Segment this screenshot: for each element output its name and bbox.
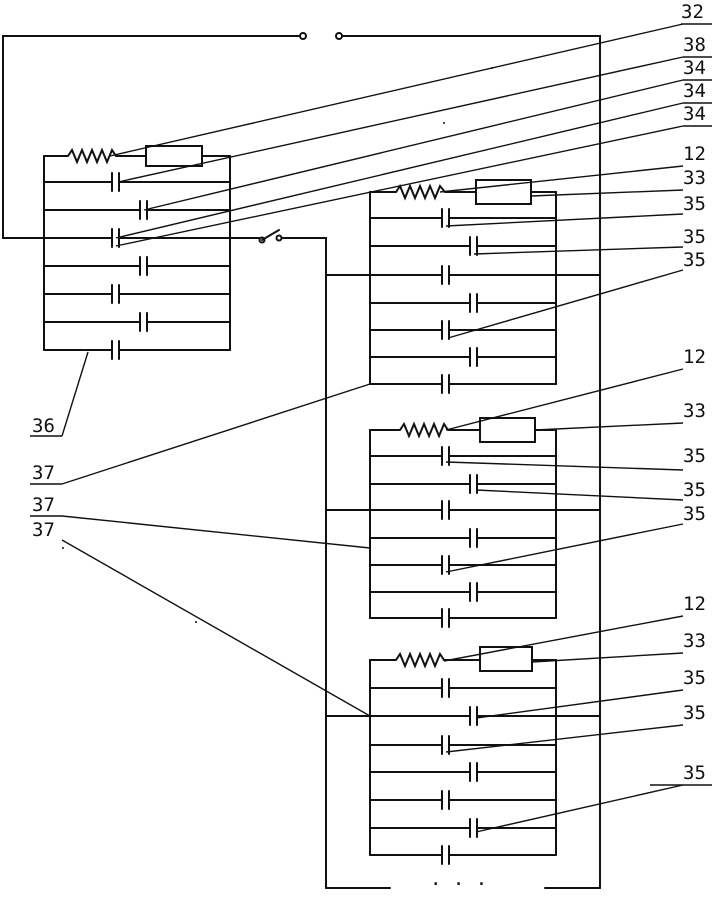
label-33-b: 33 [683, 400, 706, 422]
supply-wiring: · · · [2, 32, 601, 895]
labels: 32 38 34 34 34 12 33 35 35 35 12 33 35 3… [30, 1, 712, 786]
label-34-c: 34 [683, 103, 706, 125]
resistor-r3 [369, 646, 557, 672]
capacitor-row-r1-5 [369, 320, 557, 340]
resistor-r1 [369, 179, 557, 205]
capacitor-row-l7 [43, 340, 231, 360]
label-35-g: 35 [683, 667, 706, 689]
resistor-r2 [369, 417, 557, 443]
capacitor-row-l5 [43, 284, 231, 304]
capacitor-row-l4 [43, 256, 231, 276]
open-terminal-left [299, 32, 307, 40]
label-12-c: 12 [683, 593, 706, 615]
capacitor-row-r2-6 [369, 582, 557, 602]
capacitor-row-r2-4 [369, 528, 557, 548]
label-33-a: 33 [683, 167, 706, 189]
capacitor-row-r3-2 [369, 706, 557, 726]
label-35-b: 35 [683, 226, 706, 248]
label-37-a: 37 [32, 462, 55, 484]
label-35-e: 35 [683, 479, 706, 501]
capacitor-row-r3-6 [369, 818, 557, 838]
leader-lines [61, 23, 684, 833]
capacitor-row-l1 [43, 172, 231, 192]
capacitor-row-r1-7 [369, 374, 557, 394]
bus-ellipsis: · · · [430, 873, 487, 895]
bank-right-3 [325, 646, 601, 865]
capacitor-row-r3-1 [369, 678, 557, 698]
label-36: 36 [32, 415, 55, 437]
label-12-b: 12 [683, 346, 706, 368]
capacitor-row-r1-4 [369, 293, 557, 313]
label-35-d: 35 [683, 445, 706, 467]
label-34-b: 34 [683, 80, 706, 102]
capacitor-row-l3 [43, 228, 231, 248]
capacitor-row-r1-1 [369, 208, 557, 228]
capacitor-row-r2-2 [369, 474, 557, 494]
capacitor-row-l2 [43, 200, 231, 220]
capacitor-row-r1-2 [369, 236, 557, 256]
label-35-i: 35 [683, 762, 706, 784]
label-37-c: 37 [32, 519, 55, 541]
capacitor-row-r3-7 [369, 845, 557, 865]
capacitor-row-r2-5 [369, 555, 557, 575]
label-37-b: 37 [32, 494, 55, 516]
bank-right-1 [325, 179, 601, 394]
switch [258, 229, 283, 244]
resistor-left [43, 145, 231, 167]
capacitor-row-r2-7 [369, 608, 557, 628]
capacitor-row-r3-3 [369, 735, 557, 755]
capacitor-row-r1-3 [369, 265, 557, 285]
label-35-f: 35 [683, 503, 706, 525]
label-12-a: 12 [683, 143, 706, 165]
label-33-c: 33 [683, 630, 706, 652]
label-35-a: 35 [683, 193, 706, 215]
label-32: 32 [681, 1, 704, 23]
capacitor-row-r3-5 [369, 790, 557, 810]
label-34-a: 34 [683, 57, 706, 79]
capacitor-row-l6 [43, 312, 231, 332]
capacitor-row-r1-6 [369, 347, 557, 367]
capacitor-row-r2-3 [369, 500, 557, 520]
label-35-c: 35 [683, 249, 706, 271]
bank-right-2 [325, 417, 601, 628]
label-38: 38 [683, 34, 706, 56]
bank-left [43, 145, 231, 360]
capacitor-row-r3-4 [369, 762, 557, 782]
label-35-h: 35 [683, 702, 706, 724]
